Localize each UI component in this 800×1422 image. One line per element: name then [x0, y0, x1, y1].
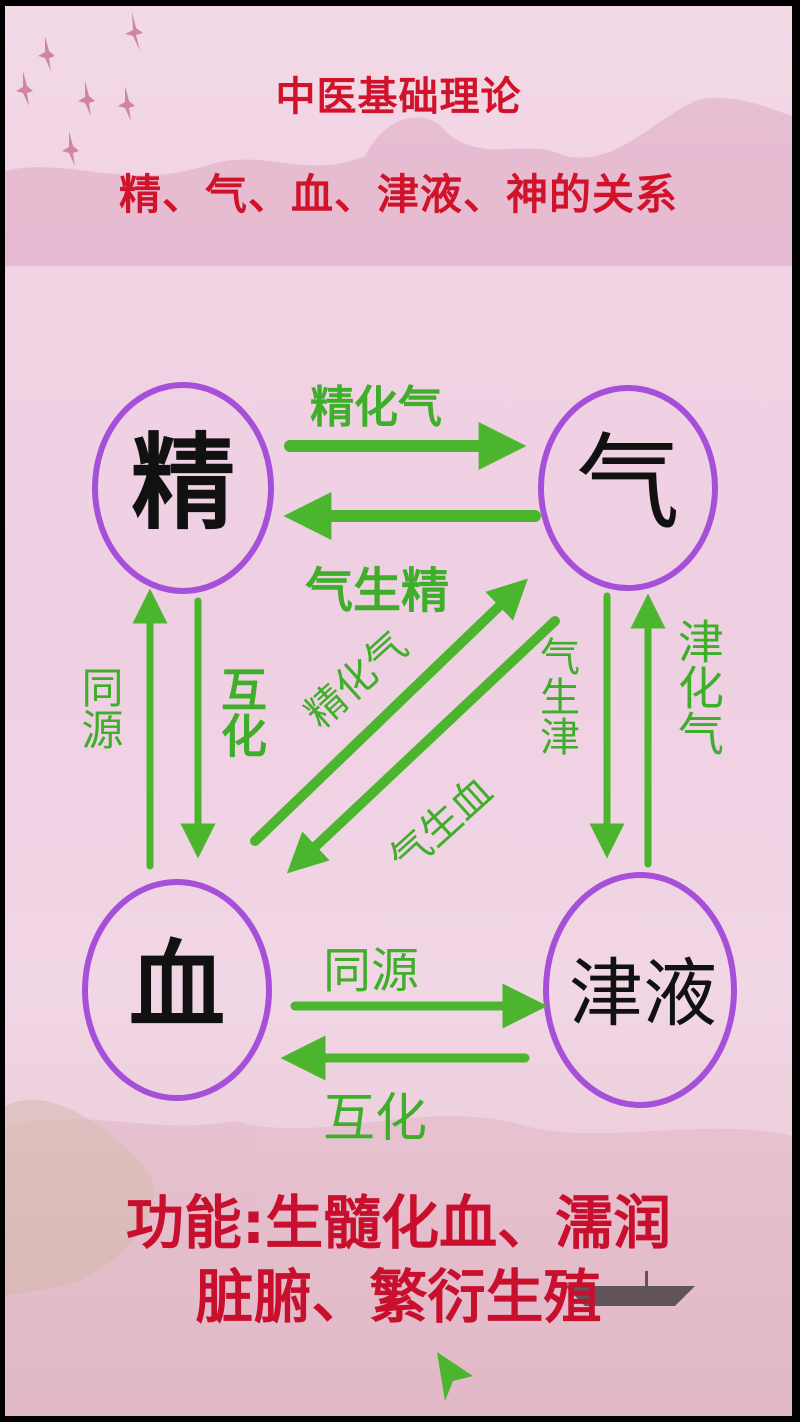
page-title: 中医基础理论: [275, 74, 522, 120]
function-line-1: 功能:生髓化血、濡润: [125, 1189, 672, 1257]
label-qi-to-jing: 气生精: [305, 563, 450, 619]
diagram-canvas: 中医基础理论 精、气、血、津液、神的关系 精 气 血 津液 精化气 气生精 同源…: [5, 6, 792, 1416]
boat-icon: [565, 1271, 695, 1306]
node-qi: 气: [575, 422, 680, 544]
label-jinye-to-qi: 津化气: [671, 618, 725, 756]
mountain-background-icon: [5, 97, 792, 1416]
page-subtitle: 精、气、血、津液、神的关系: [118, 170, 678, 219]
label-xue-jing-tongyuan: 同源: [75, 666, 124, 750]
node-circle-jing: [92, 382, 274, 594]
node-jinye: 津液: [569, 951, 717, 1037]
arrow-diag-up: [250, 578, 528, 846]
function-line-2: 脏腑、繁衍生殖: [195, 1263, 602, 1331]
bird-icons: [16, 12, 143, 166]
diagram-graphics: [5, 12, 792, 1416]
label-jinye-to-xue: 互化: [323, 1089, 428, 1149]
cursor-arrow-icon: [437, 1352, 473, 1401]
label-qi-to-jinye: 气生津: [533, 636, 579, 756]
arrow-diag-down: [286, 616, 560, 874]
label-xue-to-jinye: 同源: [323, 943, 420, 999]
node-circle-xue: [82, 879, 272, 1101]
label-jing-to-qi: 精化气: [310, 382, 442, 433]
label-jing-xue-huhua: 互化: [214, 666, 268, 758]
node-jing: 精: [130, 422, 235, 544]
node-circle-qi: [538, 385, 718, 591]
node-xue: 血: [129, 930, 225, 1042]
